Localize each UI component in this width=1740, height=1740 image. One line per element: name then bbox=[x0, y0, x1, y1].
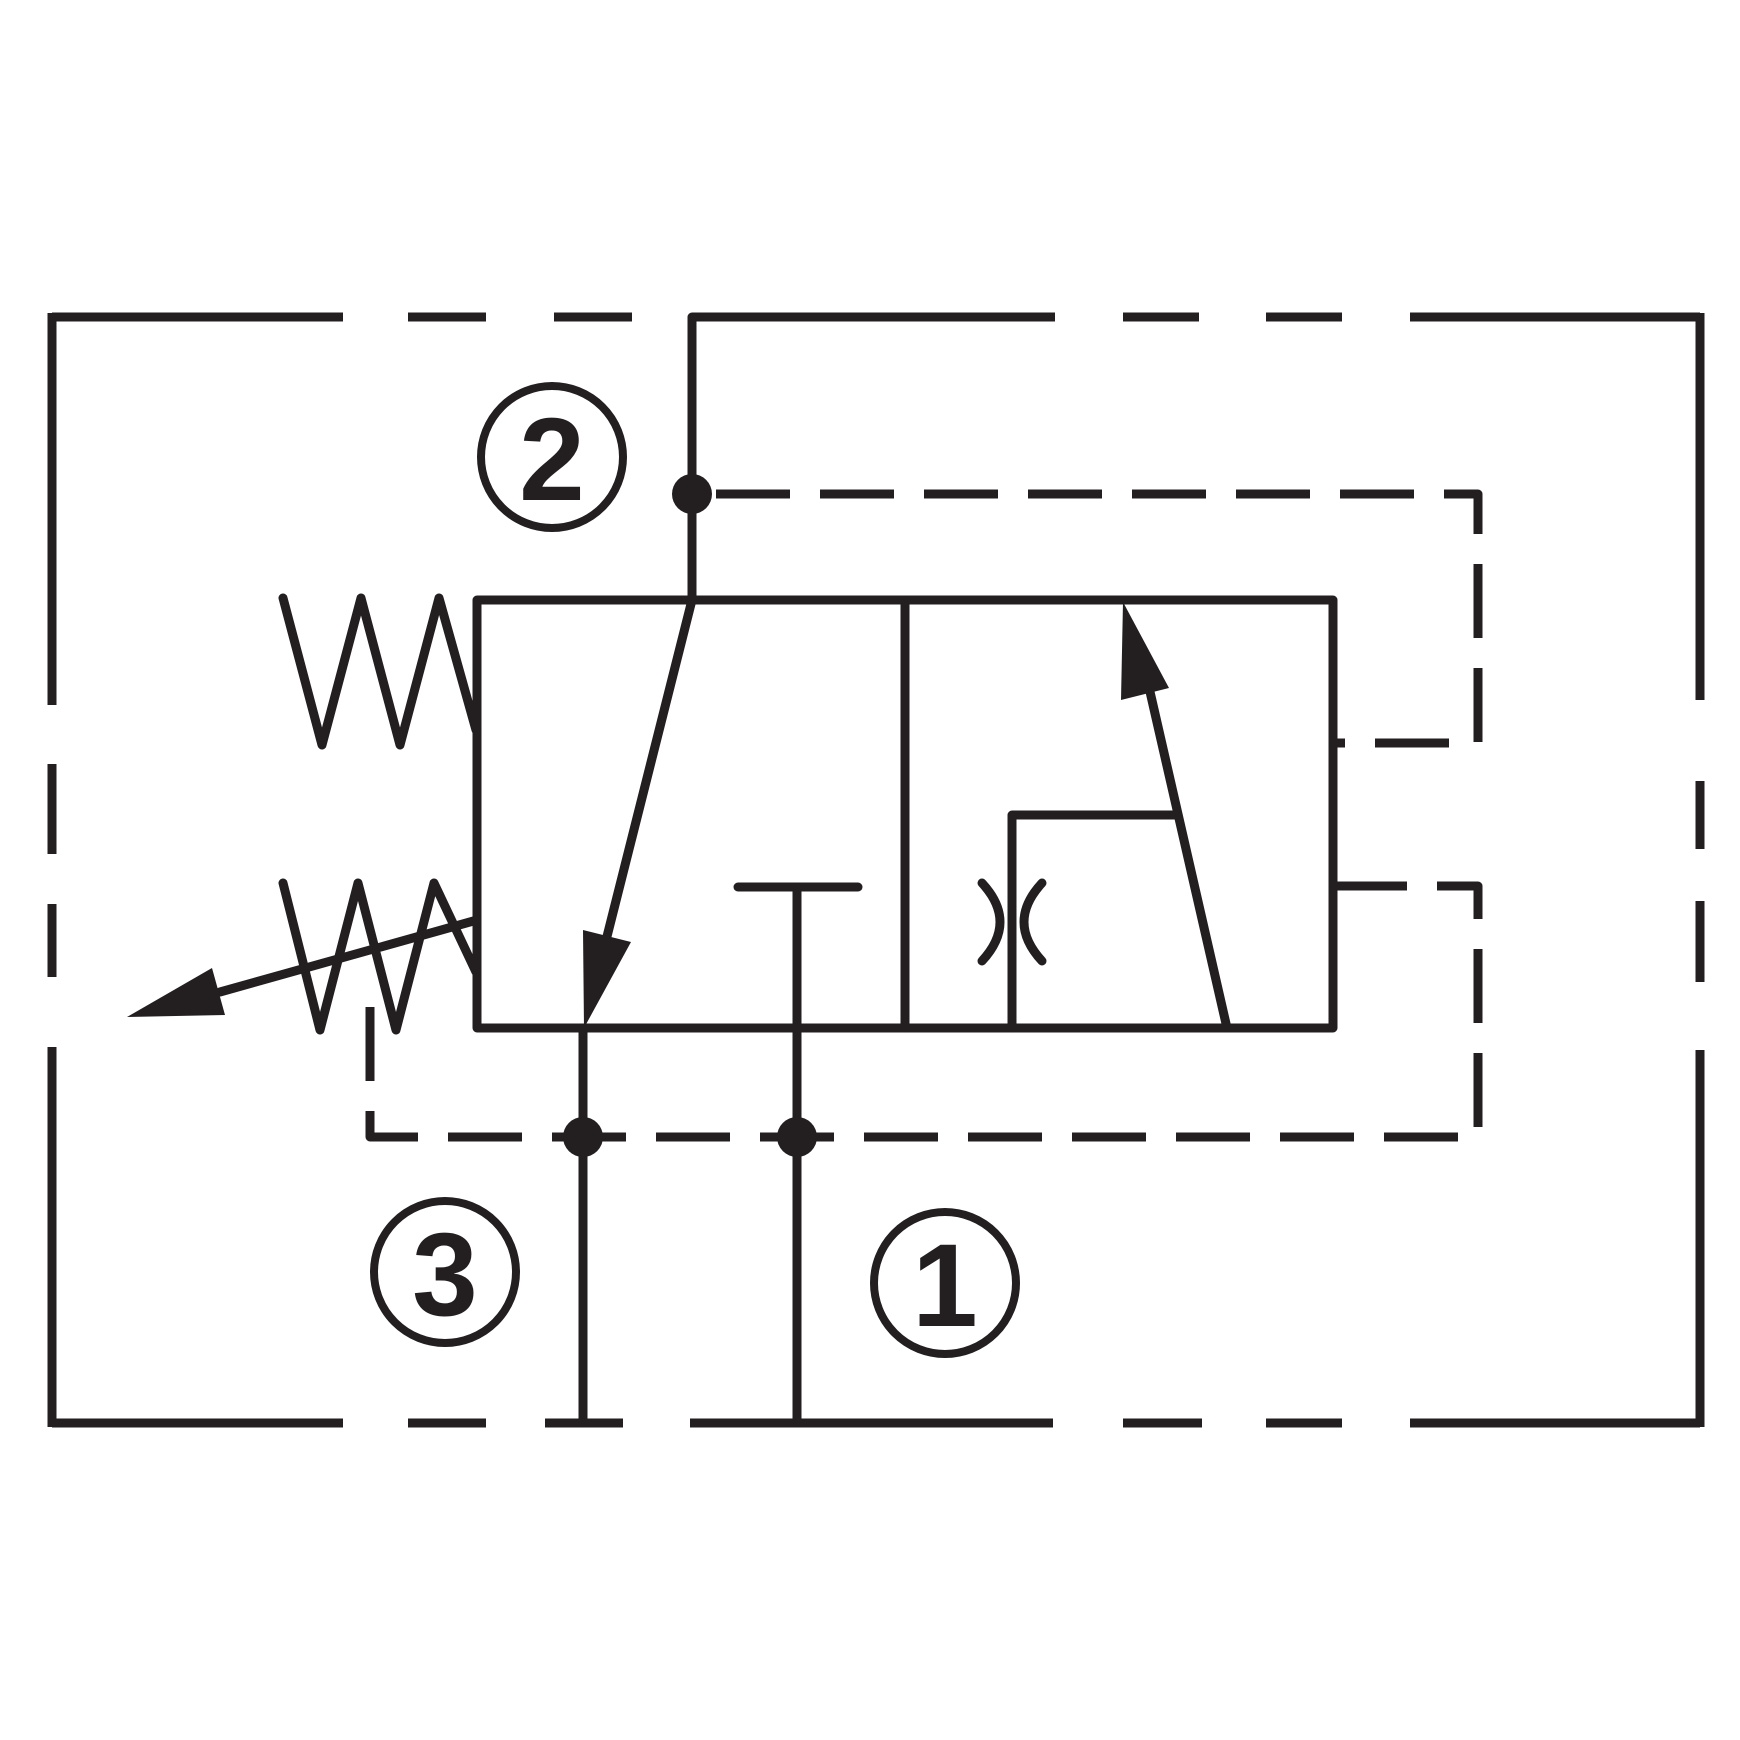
port1-junction-dot bbox=[777, 1117, 817, 1157]
pilot-lines bbox=[365, 489, 1483, 1142]
pilot-flow-line bbox=[1143, 678, 1232, 1033]
orifice-right-arc-icon bbox=[1019, 878, 1047, 966]
orifice-left-arc-icon bbox=[977, 878, 1005, 966]
port-label-3-text: 3 bbox=[412, 1209, 478, 1341]
adjustment-arrow bbox=[127, 915, 482, 1017]
springs bbox=[278, 593, 481, 1035]
orifice-branch-line bbox=[1007, 810, 1180, 1033]
port-label-1-circle bbox=[870, 1208, 1020, 1358]
port2-junction-dot bbox=[672, 474, 712, 514]
port-label-3-circle bbox=[370, 1197, 520, 1347]
port-label-2: 2 bbox=[477, 382, 627, 532]
adjustment-arrow-shaft bbox=[215, 915, 482, 997]
pilot-line-upper bbox=[716, 489, 1483, 748]
port2-line-group bbox=[672, 312, 712, 605]
pilot-flow-arrowhead-icon bbox=[1121, 602, 1169, 700]
port-label-1: 1 bbox=[870, 1208, 1020, 1358]
port3-junction-dot bbox=[563, 1117, 603, 1157]
port-label-1-text: 1 bbox=[912, 1220, 978, 1352]
port-label-2-circle bbox=[477, 382, 627, 532]
lower-spring bbox=[278, 878, 481, 1035]
flow-path-line bbox=[591, 595, 697, 985]
port-lines bbox=[563, 882, 817, 1427]
port-label-2-text: 2 bbox=[519, 394, 585, 526]
port-labels: 2 3 1 bbox=[370, 382, 1020, 1358]
valve-envelope bbox=[472, 595, 1338, 1033]
component-boundary bbox=[47, 312, 1705, 1428]
pilot-line-lower bbox=[365, 881, 1483, 1142]
port-label-3: 3 bbox=[370, 1197, 520, 1347]
adjustment-arrowhead-icon bbox=[127, 968, 225, 1017]
left-position-internals bbox=[583, 595, 863, 1028]
right-position-internals bbox=[977, 602, 1232, 1033]
flow-path-arrowhead-icon bbox=[583, 930, 631, 1028]
upper-spring bbox=[278, 593, 481, 750]
